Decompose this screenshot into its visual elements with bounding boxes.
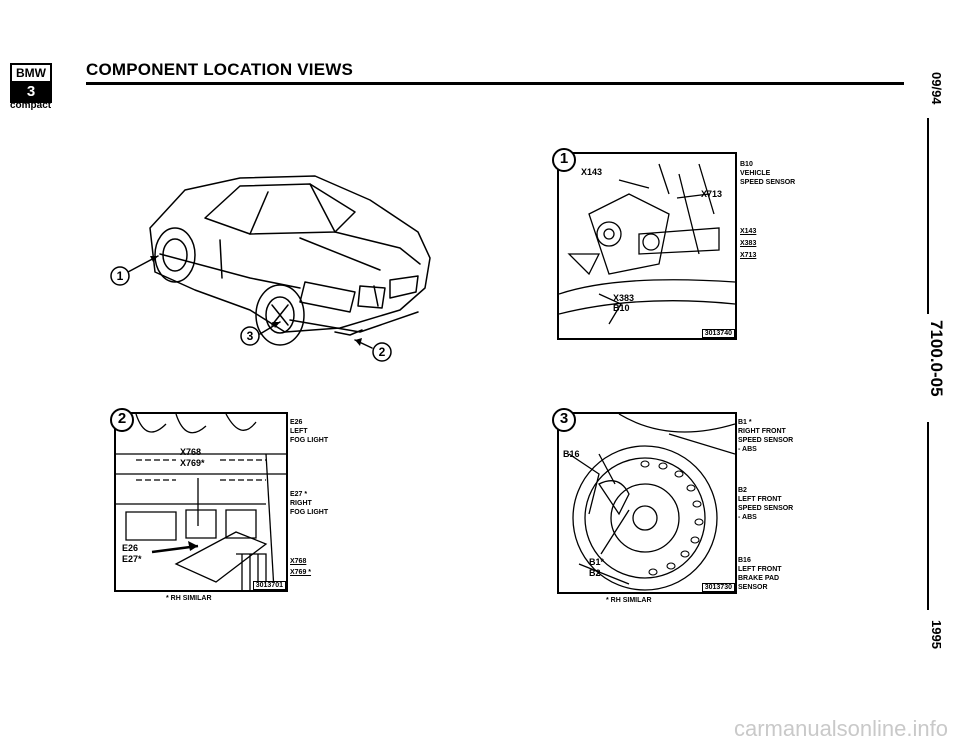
fig1-legend-line: VEHICLE xyxy=(740,170,771,177)
side-page-code: 7100.0-05 xyxy=(927,320,946,397)
fig2-code: 3013701 xyxy=(252,581,286,590)
fig3-legend-line: LEFT FRONT xyxy=(738,566,782,573)
fig3-legend-line: RIGHT FRONT xyxy=(738,428,786,435)
overview-callout-1: 1 xyxy=(117,269,124,283)
fig2-note: * RH SIMILAR xyxy=(166,595,212,602)
title-rule xyxy=(86,82,904,85)
fig3-legend-line: SENSOR xyxy=(738,584,768,591)
fig1-connector: X383 xyxy=(740,240,757,247)
fig3-legend-b2: B2 LEFT FRONT SPEED SENSOR - ABS xyxy=(738,486,793,522)
fig1-label-b10: B10 xyxy=(613,303,630,313)
figure-3-photo: B16 B1* B2 3013730 xyxy=(557,412,737,594)
fig2-legend-line: RIGHT xyxy=(290,500,312,507)
fig1-legend-title: B10 VEHICLE SPEED SENSOR xyxy=(740,160,795,187)
fig1-connector-list: X143 X383 X713 xyxy=(740,226,756,262)
model-subtitle: compact xyxy=(10,100,52,111)
fig3-number-badge: 3 xyxy=(552,408,576,432)
fig2-number-badge: 2 xyxy=(110,408,134,432)
page-title: COMPONENT LOCATION VIEWS xyxy=(86,60,354,79)
fig3-legend-line: - ABS xyxy=(738,514,757,521)
fig1-connector: X713 xyxy=(740,252,757,259)
fig3-legend-line: LEFT FRONT xyxy=(738,496,782,503)
side-rule-top xyxy=(927,118,929,314)
fig2-label-e27: E27* xyxy=(122,554,142,564)
fig1-code: 3013740 xyxy=(701,329,735,338)
fig2-number: 2 xyxy=(117,410,127,427)
fig2-connector: X769 * xyxy=(290,569,312,576)
fig2-legend-line: LEFT xyxy=(290,428,308,435)
fig2-legend-e26: E26 LEFT FOG LIGHT xyxy=(290,418,328,445)
logo-brand: BMW xyxy=(12,65,50,83)
fig1-legend-line: SPEED SENSOR xyxy=(740,179,796,186)
fig2-legend-e27: E27 * RIGHT FOG LIGHT xyxy=(290,490,328,517)
fig2-legend-line: FOG LIGHT xyxy=(290,509,329,516)
fig3-legend-line: B16 xyxy=(738,557,751,564)
fig3-note: * RH SIMILAR xyxy=(606,597,652,604)
fig2-label-x768: X768 xyxy=(180,447,202,457)
fig3-legend-line: B2 xyxy=(738,487,747,494)
fig3-legend-b16: B16 LEFT FRONT BRAKE PAD SENSOR xyxy=(738,556,782,592)
fig1-label-x713: X713 xyxy=(701,189,723,199)
fig2-legend-line: E26 xyxy=(290,419,303,426)
fig3-code: 3013730 xyxy=(701,583,735,592)
fig2-connector: X768 xyxy=(290,558,307,565)
fig3-legend-b1: B1 * RIGHT FRONT SPEED SENSOR - ABS xyxy=(738,418,793,454)
side-date: 09/94 xyxy=(929,72,944,105)
figure-2-photo: X768 X769* E26 E27* 3013701 xyxy=(114,412,288,592)
fig3-label-b16: B16 xyxy=(563,449,580,459)
figure-1-photo: X143 X713 X383 B10 3013740 xyxy=(557,152,737,340)
fig3-legend-line: - ABS xyxy=(738,446,757,453)
fig3-label-b2: B2 xyxy=(589,568,601,578)
side-year: 1995 xyxy=(929,620,944,649)
watermark: carmanualsonline.info xyxy=(733,716,948,741)
fig3-legend-line: SPEED SENSOR xyxy=(738,437,794,444)
fig3-number: 3 xyxy=(559,410,569,427)
fig2-label-e26: E26 xyxy=(122,543,139,553)
fig2-connector-list: X768 X769 * xyxy=(290,556,311,578)
fig1-connector: X143 xyxy=(740,228,757,235)
fig3-legend-line: BRAKE PAD xyxy=(738,575,780,582)
logo-series: 3 xyxy=(12,83,50,101)
fig3-legend-line: B1 * xyxy=(738,419,752,426)
side-rule-bottom xyxy=(927,422,929,610)
overview-callout-2: 2 xyxy=(379,345,386,359)
overview-callout-3: 3 xyxy=(247,329,254,343)
fig1-label-x383: X383 xyxy=(613,293,635,303)
fig2-legend-line: FOG LIGHT xyxy=(290,437,329,444)
bmw-3-logo: BMW 3 xyxy=(10,63,52,103)
fig3-legend-line: SPEED SENSOR xyxy=(738,505,794,512)
fig2-label-x769: X769* xyxy=(180,458,205,468)
fig1-number: 1 xyxy=(559,150,569,167)
fig1-legend-line: B10 xyxy=(740,161,753,168)
fig3-label-b1: B1* xyxy=(589,557,605,567)
fig2-legend-line: E27 * xyxy=(290,491,308,498)
car-overview-illustration: 1 3 2 xyxy=(110,175,431,362)
fig1-label-x143: X143 xyxy=(581,167,603,177)
fig1-number-badge: 1 xyxy=(552,148,576,172)
